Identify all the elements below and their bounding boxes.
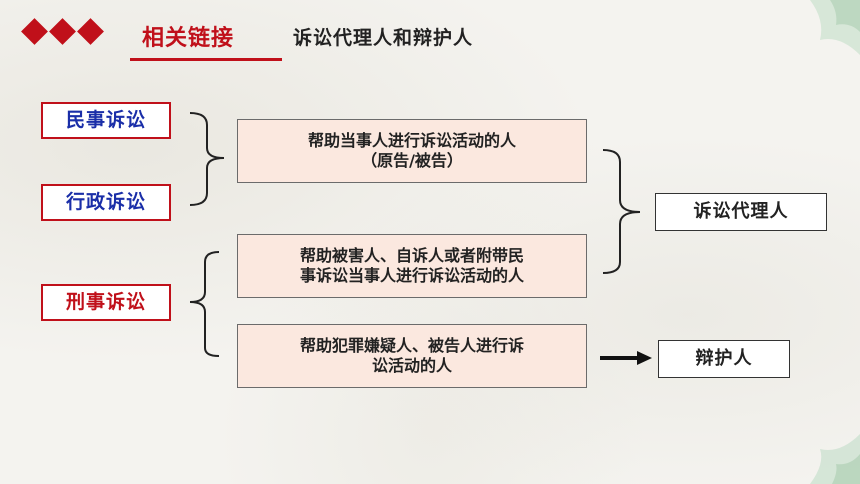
desc-box-civil-admin: 帮助当事人进行诉讼活动的人 （原告/被告） [237, 119, 587, 183]
result-box-litigation-agent: 诉讼代理人 [655, 193, 827, 231]
leaf-decoration-top-right [810, 0, 860, 55]
case-box-administrative: 行政诉讼 [41, 184, 171, 221]
section-title: 相关链接 [142, 26, 235, 51]
desc-text-line: 帮助被害人、自诉人或者附带民 [299, 246, 524, 265]
desc-text-line: 帮助犯罪嫌疑人、被告人进行诉 [299, 336, 524, 355]
title-underline [130, 58, 282, 61]
leaf-decoration-bottom-right [810, 434, 860, 484]
desc-box-criminal-defense: 帮助犯罪嫌疑人、被告人进行诉 讼活动的人 [237, 324, 587, 388]
bracket-civil-admin [189, 112, 225, 206]
desc-text-line: 帮助当事人进行诉讼活动的人 [307, 131, 516, 150]
case-box-criminal: 刑事诉讼 [41, 284, 171, 321]
desc-text-line: 事诉讼当事人进行诉讼活动的人 [299, 266, 524, 285]
desc-box-criminal-victim: 帮助被害人、自诉人或者附带民 事诉讼当事人进行诉讼活动的人 [237, 234, 587, 298]
result-box-defender: 辩护人 [658, 340, 790, 378]
bracket-agent [602, 149, 641, 274]
slide-header: 相关链接 诉讼代理人和辩护人 [21, 14, 542, 61]
slide-subtitle: 诉讼代理人和辩护人 [293, 27, 474, 49]
desc-text-line: 讼活动的人 [371, 356, 452, 375]
desc-text-line: （原告/被告） [361, 151, 463, 170]
bracket-criminal [189, 251, 220, 357]
case-box-civil: 民事诉讼 [41, 102, 171, 139]
arrow-defender-head [637, 351, 652, 365]
